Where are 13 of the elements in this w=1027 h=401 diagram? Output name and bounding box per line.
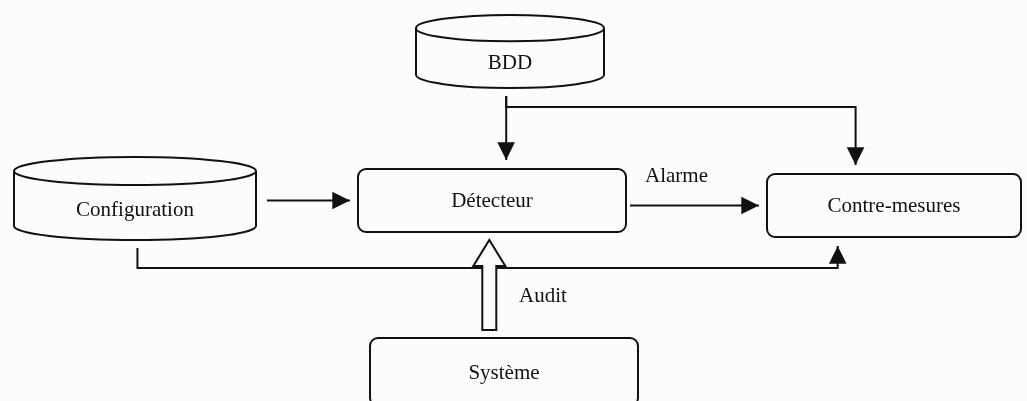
node-label: Détecteur xyxy=(451,188,533,213)
process-box xyxy=(357,168,627,233)
node-label: Configuration xyxy=(76,197,194,223)
process-box xyxy=(766,173,1022,238)
arrow xyxy=(505,95,865,166)
block-arrow xyxy=(471,238,508,331)
node-label: Système xyxy=(468,359,540,385)
process-box xyxy=(369,337,639,401)
node-label: Contre-mesures xyxy=(827,193,961,218)
arrow xyxy=(629,196,760,215)
node-label: BDD xyxy=(487,49,533,75)
arrow xyxy=(266,191,351,210)
arrow xyxy=(136,245,847,269)
